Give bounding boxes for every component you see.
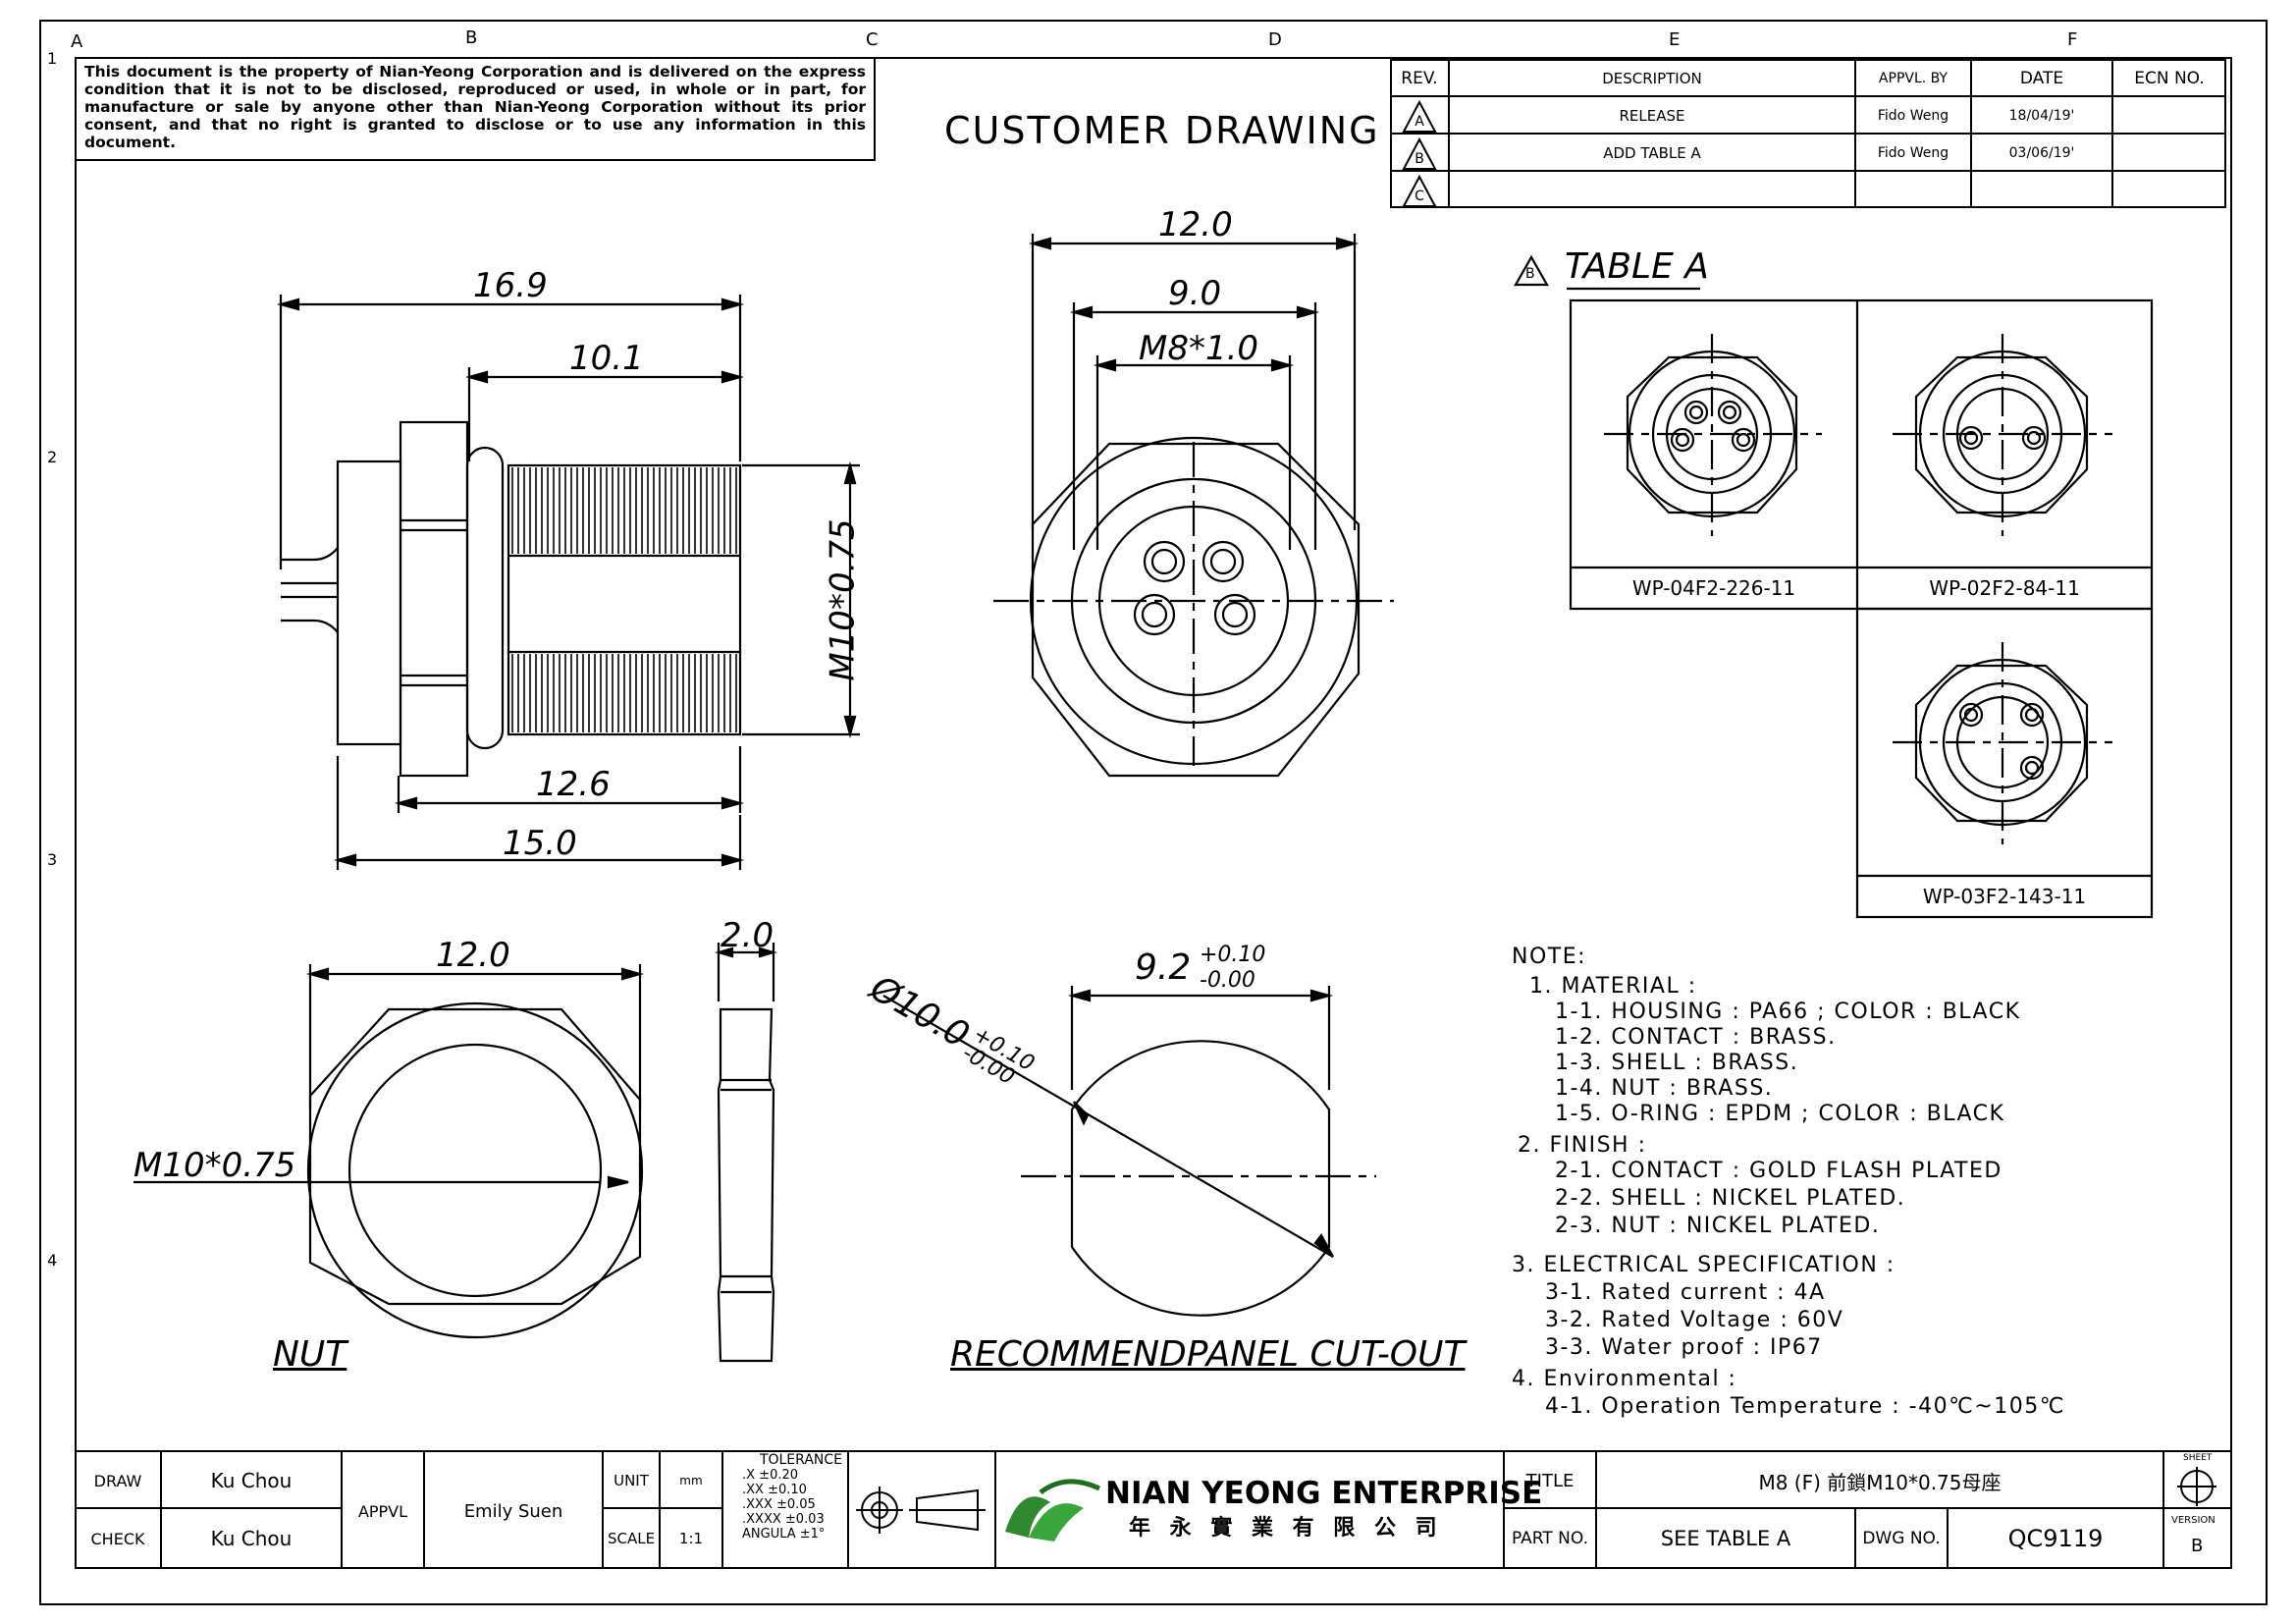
dim-thread-diameter: M10*0.75 bbox=[823, 518, 863, 681]
note-line-5: 1-4. NUT : BRASS. bbox=[1555, 1076, 1774, 1101]
nut-dim-thread: M10*0.75 bbox=[133, 1146, 296, 1185]
tb-draw-label: DRAW bbox=[93, 1471, 142, 1490]
rev-header-rev: REV. bbox=[1401, 69, 1438, 88]
note-line-6: 1-5. O-RING : EPDM ; COLOR : BLACK bbox=[1555, 1102, 2005, 1126]
note-line-7: 2. FINISH : bbox=[1518, 1133, 1647, 1158]
tb-version-label: VERSION bbox=[2171, 1515, 2216, 1526]
note-line-11: 3. ELECTRICAL SPECIFICATION : bbox=[1512, 1253, 1896, 1277]
cutout-label: RECOMMENDPANEL CUT-OUT bbox=[950, 1334, 1466, 1375]
tb-tol-1: .X ±0.20 bbox=[742, 1468, 799, 1483]
dim-inner: 9.0 bbox=[1168, 274, 1222, 313]
tb-title-value: M8 (F) 前鎖M10*0.75母座 bbox=[1758, 1470, 2002, 1494]
dim-body: 12.6 bbox=[536, 765, 611, 804]
tb-tol-3: .XXX ±0.05 bbox=[742, 1497, 816, 1512]
tb-scale-label: SCALE bbox=[607, 1530, 656, 1547]
inner-border bbox=[75, 57, 2232, 1569]
outer-border bbox=[39, 20, 2268, 1605]
tb-dwgno-label: DWG NO. bbox=[1862, 1529, 1941, 1548]
note-line-15: 4. Environmental : bbox=[1512, 1367, 1737, 1391]
zone-col-e: E bbox=[1669, 29, 1681, 50]
nut-dim-thickness: 2.0 bbox=[721, 916, 774, 955]
table-a-part-1: WP-04F2-226-11 bbox=[1631, 576, 1796, 600]
nut-dim-width: 12.0 bbox=[436, 936, 510, 975]
note-line-14: 3-3. Water proof : IP67 bbox=[1545, 1335, 1823, 1360]
note-line-3: 1-2. CONTACT : BRASS. bbox=[1555, 1025, 1837, 1050]
tb-tol-4: .XXXX ±0.03 bbox=[742, 1512, 825, 1527]
zone-row-1: 1 bbox=[47, 49, 58, 68]
cutout-dim-flat-tol-minus: -0.00 bbox=[1200, 968, 1255, 993]
tb-scale-value: 1:1 bbox=[678, 1530, 704, 1547]
tb-version-value: B bbox=[2191, 1536, 2204, 1556]
note-line-8: 2-1. CONTACT : GOLD FLASH PLATED bbox=[1555, 1159, 2002, 1183]
rev-c-mark: C bbox=[1415, 189, 1424, 204]
dim-overall: 16.9 bbox=[473, 266, 548, 305]
note-line-1: 1. MATERIAL : bbox=[1529, 974, 1697, 999]
note-line-2: 1-1. HOUSING : PA66 ; COLOR : BLACK bbox=[1555, 1000, 2021, 1024]
tb-unit-label: UNIT bbox=[614, 1472, 649, 1489]
rev-a-desc: RELEASE bbox=[1619, 107, 1685, 125]
tb-check-value: Ku Chou bbox=[210, 1527, 293, 1550]
table-a-rev-mark: B bbox=[1525, 266, 1535, 282]
zone-col-c: C bbox=[866, 29, 879, 50]
rev-header-date: DATE bbox=[2019, 69, 2064, 88]
note-line-16: 4-1. Operation Temperature : -40℃~105℃ bbox=[1545, 1394, 2065, 1419]
tb-check-label: CHECK bbox=[90, 1529, 145, 1548]
rev-a-appvl: Fido Weng bbox=[1877, 108, 1949, 124]
zone-col-b: B bbox=[465, 27, 478, 48]
nut-label: NUT bbox=[273, 1334, 347, 1375]
rev-b-desc: ADD TABLE A bbox=[1603, 144, 1701, 162]
tb-draw-value: Ku Chou bbox=[210, 1469, 293, 1492]
tb-dwgno-value: QC9119 bbox=[2007, 1525, 2104, 1552]
tb-appvl-value: Emily Suen bbox=[463, 1500, 563, 1522]
note-line-4: 1-3. SHELL : BRASS. bbox=[1555, 1051, 1799, 1075]
tb-sheet-label: SHEET bbox=[2183, 1453, 2213, 1463]
tb-partno-value: SEE TABLE A bbox=[1660, 1527, 1791, 1550]
tb-tolerance-title: TOLERANCE bbox=[759, 1452, 842, 1468]
table-a-part-2: WP-02F2-84-11 bbox=[1929, 576, 2080, 600]
rev-header-ecn: ECN NO. bbox=[2134, 69, 2205, 88]
notes-heading: NOTE: bbox=[1512, 945, 1587, 969]
note-line-10: 2-3. NUT : NICKEL PLATED. bbox=[1555, 1214, 1881, 1238]
zone-row-4: 4 bbox=[47, 1251, 58, 1270]
tb-company-en: NIAN YEONG ENTERPRISE bbox=[1105, 1476, 1543, 1511]
disclaimer-box: This document is the property of Nian-Ye… bbox=[75, 57, 876, 161]
dim-thread-length: 10.1 bbox=[569, 339, 644, 378]
tb-partno-label: PART NO. bbox=[1512, 1529, 1588, 1548]
tb-tol-2: .XX ±0.10 bbox=[742, 1483, 807, 1497]
zone-col-a: A bbox=[71, 31, 83, 52]
note-line-13: 3-2. Rated Voltage : 60V bbox=[1545, 1308, 1844, 1332]
rev-header-appvl: APPVL. BY bbox=[1878, 71, 1949, 86]
note-line-12: 3-1. Rated current : 4A bbox=[1545, 1280, 1826, 1305]
disclaimer-text: This document is the property of Nian-Ye… bbox=[84, 63, 866, 151]
dim-total: 15.0 bbox=[503, 824, 577, 863]
rev-header-desc: DESCRIPTION bbox=[1602, 70, 1702, 87]
note-line-9: 2-2. SHELL : NICKEL PLATED. bbox=[1555, 1186, 1906, 1211]
tb-tol-5: ANGULA ±1° bbox=[742, 1527, 826, 1542]
dim-m8: M8*1.0 bbox=[1139, 329, 1259, 368]
table-a-title: TABLE A bbox=[1565, 246, 1709, 287]
dim-hex: 12.0 bbox=[1158, 205, 1233, 244]
zone-col-d: D bbox=[1268, 29, 1282, 50]
table-a-part-3: WP-03F2-143-11 bbox=[1922, 885, 2087, 908]
tb-appvl-label: APPVL bbox=[357, 1501, 408, 1521]
rev-b-appvl: Fido Weng bbox=[1877, 145, 1949, 161]
drawing-title: CUSTOMER DRAWING bbox=[944, 109, 1380, 152]
rev-a-mark: A bbox=[1415, 114, 1424, 130]
tb-company-cn: 年 永 實 業 有 限 公 司 bbox=[1129, 1516, 1443, 1541]
rev-b-mark: B bbox=[1415, 151, 1424, 167]
zone-col-f: F bbox=[2067, 29, 2078, 50]
tb-title-label: TITLE bbox=[1525, 1470, 1575, 1491]
cutout-dim-flat: 9.2 bbox=[1135, 947, 1192, 988]
tb-unit-value: mm bbox=[679, 1474, 703, 1488]
cutout-dim-flat-tol-plus: +0.10 bbox=[1200, 943, 1266, 967]
rev-a-date: 18/04/19' bbox=[2008, 108, 2075, 124]
rev-b-date: 03/06/19' bbox=[2008, 145, 2075, 161]
zone-row-2: 2 bbox=[47, 448, 58, 466]
zone-row-3: 3 bbox=[47, 850, 58, 869]
tb-tolerance: TOLERANCE .X ±0.20 .XX ±0.10 .XXX ±0.05 … bbox=[722, 1453, 848, 1569]
